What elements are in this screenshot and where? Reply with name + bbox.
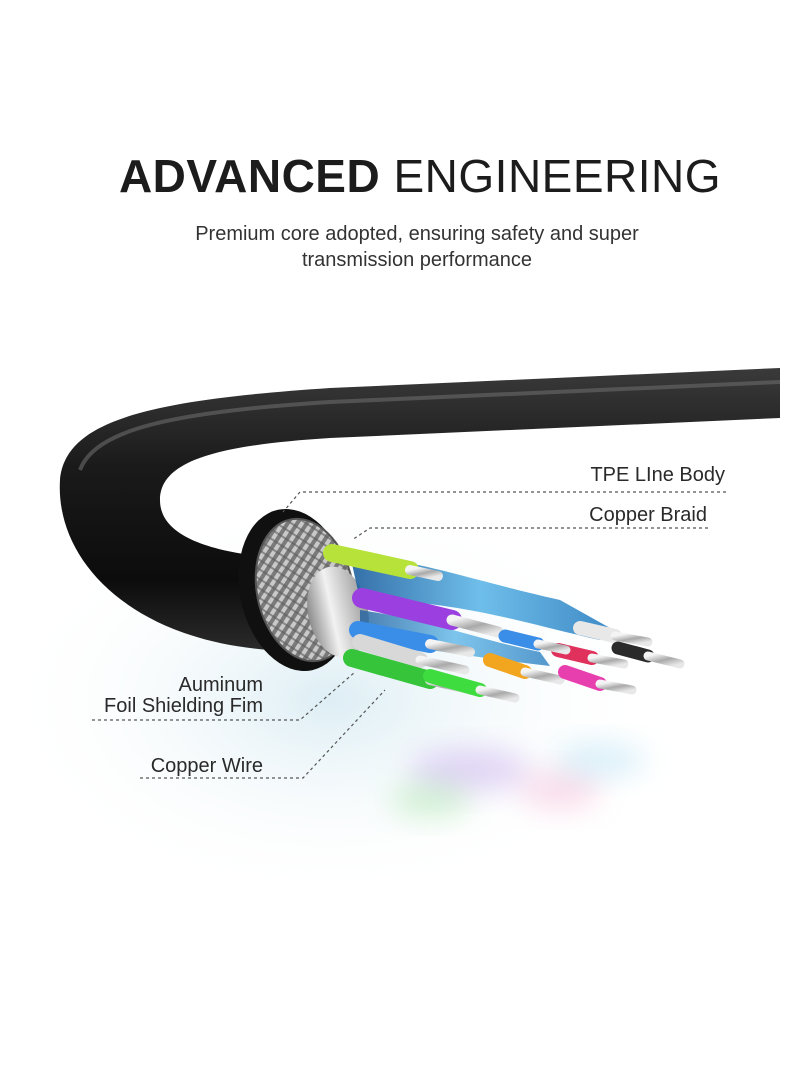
label-foil-line-1: Auminum: [178, 674, 263, 696]
subtitle-line-2: transmission performance: [301, 249, 533, 271]
page-subtitle: Premium core adopted, ensuring safety an…: [0, 221, 800, 273]
colored-wires: [323, 544, 685, 703]
braid-leader-line: [351, 527, 708, 541]
title-light-part: ENGINEERING: [393, 150, 722, 202]
label-foil-line-2: Foil Shielding Fim: [104, 695, 263, 717]
label-copper-wire: Copper Wire: [150, 755, 263, 777]
tpe-leader-line: [282, 491, 726, 513]
copper-wire-leader-line: [140, 689, 386, 779]
callout-lines: [92, 491, 726, 779]
title-bold-part: ADVANCED: [118, 150, 381, 202]
label-tpe-line-body: TPE LIne Body: [590, 464, 725, 486]
page-title: ADVANCED ENGINEERING: [0, 148, 800, 204]
subtitle-line-1: Premium core adopted, ensuring safety an…: [195, 223, 639, 245]
label-copper-braid: Copper Braid: [589, 504, 707, 526]
